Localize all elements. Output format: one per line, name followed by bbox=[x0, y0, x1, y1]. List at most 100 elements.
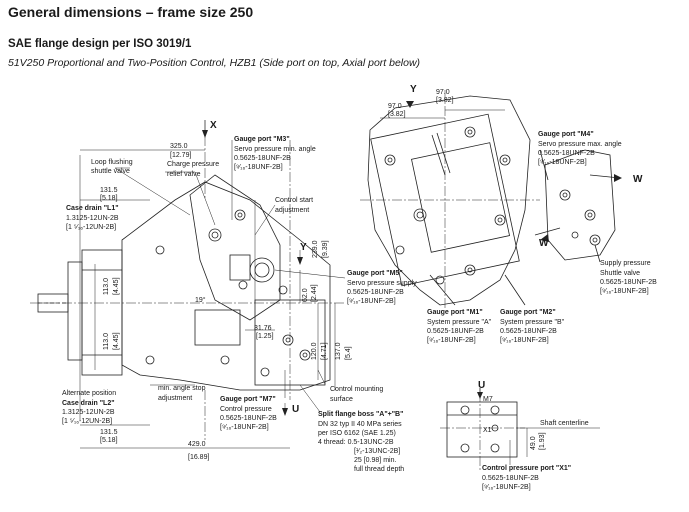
svg-text:[⁹⁄₁₆-18UNF-2B]: [⁹⁄₁₆-18UNF-2B] bbox=[482, 484, 531, 491]
control-port-view bbox=[440, 388, 600, 470]
svg-text:Gauge port "M7": Gauge port "M7" bbox=[220, 396, 276, 403]
svg-text:System pressure "A": System pressure "A" bbox=[427, 319, 492, 326]
svg-text:Charge pressure: Charge pressure bbox=[167, 161, 219, 168]
svg-text:shuttle valve: shuttle valve bbox=[91, 168, 130, 175]
callout-supply-pressure: Supply pressure Shuttle valve 0.5625-18U… bbox=[600, 260, 657, 295]
axis-u-label: U bbox=[292, 404, 299, 415]
dim-97-a: 97.0 bbox=[388, 103, 402, 110]
dim-429-in: [16.89] bbox=[188, 454, 209, 461]
callout-gauge-m4: Gauge port "M4" Servo pressure max. angl… bbox=[538, 131, 622, 166]
callout-gauge-m3: Gauge port "M3" Servo pressure min. angl… bbox=[234, 136, 316, 171]
svg-text:Gauge port "M5": Gauge port "M5" bbox=[347, 270, 403, 277]
dim-31-in: [1.25] bbox=[256, 333, 274, 340]
dim-31: 31.76 bbox=[254, 325, 272, 332]
svg-text:0.5625-18UNF-2B: 0.5625-18UNF-2B bbox=[220, 415, 277, 422]
axis-y-label: Y bbox=[300, 242, 307, 253]
svg-text:Case drain "L1": Case drain "L1" bbox=[66, 205, 119, 212]
svg-text:surface: surface bbox=[330, 396, 353, 403]
dim-angle: 19° bbox=[195, 296, 206, 304]
dim-113-bottom-in: [4.45] bbox=[113, 332, 120, 350]
svg-text:Servo pressure min. angle: Servo pressure min. angle bbox=[234, 146, 316, 153]
shaft-centerline-label: Shaft centerline bbox=[540, 420, 589, 427]
pump-end-view bbox=[360, 90, 621, 310]
svg-text:0.5625-18UNF-2B: 0.5625-18UNF-2B bbox=[482, 475, 539, 482]
svg-text:Control mounting: Control mounting bbox=[330, 386, 383, 393]
dim-325-in: [12.79] bbox=[170, 152, 191, 159]
svg-text:0.5625-18UNF-2B: 0.5625-18UNF-2B bbox=[538, 150, 595, 157]
callout-split-flange: Split flange boss "A"+"B" DN 32 typ II 4… bbox=[318, 411, 404, 473]
callout-gauge-m1: Gauge port "M1" System pressure "A" 0.56… bbox=[427, 309, 492, 344]
dim-131-top: 131.5 bbox=[100, 187, 118, 194]
callout-x1: Control pressure port "X1" 0.5625-18UNF-… bbox=[482, 465, 571, 491]
svg-text:[⁹⁄₁₆-18UNF-2B]: [⁹⁄₁₆-18UNF-2B] bbox=[500, 337, 549, 344]
svg-text:[⁹⁄₁₆-18UNF-2B]: [⁹⁄₁₆-18UNF-2B] bbox=[427, 337, 476, 344]
dim-120: 120.0 bbox=[311, 342, 318, 360]
svg-text:1.3125-12UN-2B: 1.3125-12UN-2B bbox=[66, 215, 119, 222]
dim-49-in: [1.93] bbox=[539, 432, 546, 450]
dim-131-bottom-in: [5.18] bbox=[100, 437, 118, 444]
svg-text:[⁹⁄₁₆-18UNF-2B]: [⁹⁄₁₆-18UNF-2B] bbox=[600, 288, 649, 295]
svg-text:Alternate position: Alternate position bbox=[62, 390, 116, 397]
svg-text:4 thread: 0.5-13UNC-2B: 4 thread: 0.5-13UNC-2B bbox=[318, 439, 394, 446]
svg-text:[1 ⁵⁄₁₆-12UN-2B]: [1 ⁵⁄₁₆-12UN-2B] bbox=[62, 418, 112, 425]
svg-text:[⁹⁄₁₆-18UNF-2B]: [⁹⁄₁₆-18UNF-2B] bbox=[234, 164, 283, 171]
axis-x-label: X bbox=[210, 120, 217, 131]
svg-text:System pressure "B": System pressure "B" bbox=[500, 319, 565, 326]
axis-u-top-label: U bbox=[478, 380, 485, 391]
dim-137: 137.0 bbox=[335, 342, 342, 360]
svg-text:relief valve: relief valve bbox=[167, 171, 201, 178]
svg-text:Control start: Control start bbox=[275, 197, 313, 204]
dim-137-in: [5.4] bbox=[345, 346, 352, 360]
svg-text:0.5625-18UNF-2B: 0.5625-18UNF-2B bbox=[600, 279, 657, 286]
dim-49: 49.0 bbox=[530, 436, 537, 450]
svg-text:0.5625-18UNF-2B: 0.5625-18UNF-2B bbox=[234, 155, 291, 162]
svg-text:[¹⁄₂-13UNC-2B]: [¹⁄₂-13UNC-2B] bbox=[354, 448, 400, 455]
callout-gauge-m2: Gauge port "M2" System pressure "B" 0.56… bbox=[500, 309, 565, 344]
svg-text:min. angle stop: min. angle stop bbox=[158, 385, 206, 392]
pump-side-view bbox=[30, 120, 345, 440]
axis-w-label: W bbox=[633, 174, 643, 185]
svg-text:Supply pressure: Supply pressure bbox=[600, 260, 651, 267]
dim-239: 239.0 bbox=[312, 240, 319, 258]
callout-charge-relief: Charge pressure relief valve bbox=[167, 161, 219, 178]
dim-429: 429.0 bbox=[188, 441, 206, 448]
svg-text:Gauge port "M3": Gauge port "M3" bbox=[234, 136, 290, 143]
svg-text:Servo pressure max. angle: Servo pressure max. angle bbox=[538, 141, 622, 148]
dim-113-top-in: [4.45] bbox=[113, 277, 120, 295]
dim-131-bottom: 131.5 bbox=[100, 429, 118, 436]
svg-text:Control pressure: Control pressure bbox=[220, 406, 272, 413]
dim-62: 62.0 bbox=[302, 288, 309, 302]
callout-alternate-position: Alternate position Case drain "L2" 1.312… bbox=[62, 390, 116, 425]
dim-97-b-in: [3.82] bbox=[436, 97, 454, 104]
svg-text:0.5625-18UNF-2B: 0.5625-18UNF-2B bbox=[500, 328, 557, 335]
svg-text:[⁹⁄₁₆-18UNF-2B]: [⁹⁄₁₆-18UNF-2B] bbox=[538, 159, 587, 166]
page-title: General dimensions – frame size 250 bbox=[8, 4, 254, 20]
dim-113-bottom: 113.0 bbox=[103, 333, 110, 350]
svg-text:Control pressure port "X1": Control pressure port "X1" bbox=[482, 465, 571, 472]
svg-text:per ISO 6162 (SAE 1.25): per ISO 6162 (SAE 1.25) bbox=[318, 430, 396, 437]
axis-y-top-label: Y bbox=[410, 84, 417, 95]
svg-text:[⁹⁄₁₆-18UNF-2B]: [⁹⁄₁₆-18UNF-2B] bbox=[347, 298, 396, 305]
page-subtitle: SAE flange design per ISO 3019/1 bbox=[8, 38, 192, 50]
dim-325: 325.0 bbox=[170, 143, 188, 150]
svg-text:[⁹⁄₁₆-18UNF-2B]: [⁹⁄₁₆-18UNF-2B] bbox=[220, 424, 269, 431]
svg-text:Servo pressure supply: Servo pressure supply bbox=[347, 280, 417, 287]
svg-text:DN 32 typ II 40 MPa series: DN 32 typ II 40 MPa series bbox=[318, 421, 402, 428]
svg-text:adjustment: adjustment bbox=[158, 395, 192, 402]
svg-text:0.5625-18UNF-2B: 0.5625-18UNF-2B bbox=[427, 328, 484, 335]
dim-62-in: [2.44] bbox=[311, 284, 318, 302]
svg-text:full thread depth: full thread depth bbox=[354, 466, 404, 473]
dim-97-a-in: [3.82] bbox=[388, 111, 406, 118]
callout-loop-flushing: Loop flushing shuttle valve bbox=[91, 159, 133, 175]
svg-text:1.3125-12UN-2B: 1.3125-12UN-2B bbox=[62, 409, 115, 416]
callout-gauge-m5: Gauge port "M5" Servo pressure supply 0.… bbox=[347, 270, 417, 305]
svg-text:25 [0.98] min.: 25 [0.98] min. bbox=[354, 457, 396, 464]
callout-min-angle-stop: min. angle stop adjustment bbox=[158, 385, 206, 402]
dim-239-in: [9.39] bbox=[322, 240, 329, 258]
port-x1-mark: X1 bbox=[483, 427, 492, 434]
dim-97-b: 97.0 bbox=[436, 89, 450, 96]
dim-113-top: 113.0 bbox=[103, 278, 110, 295]
svg-text:adjustment: adjustment bbox=[275, 207, 309, 214]
callout-gauge-m7: Gauge port "M7" Control pressure 0.5625-… bbox=[220, 396, 277, 431]
